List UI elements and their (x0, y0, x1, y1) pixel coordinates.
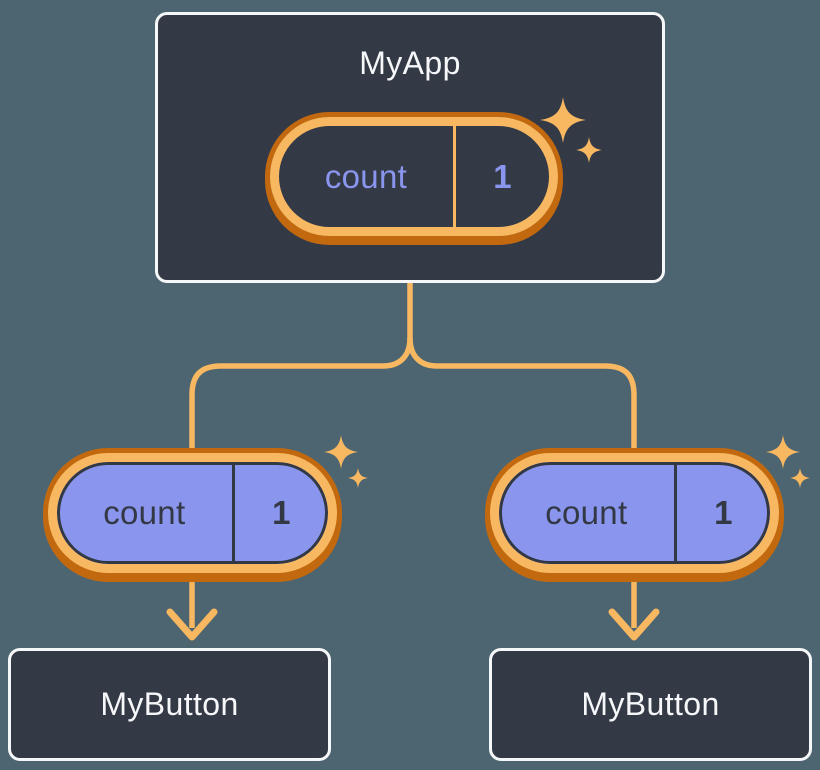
child-component-title: MyButton (100, 686, 239, 722)
prop-pill-left: count 1 (48, 453, 337, 573)
prop-name: count (545, 494, 628, 531)
state-value: 1 (493, 157, 512, 195)
pill-divider (452, 126, 456, 227)
prop-pill-label-section: count (57, 462, 232, 564)
state-pill-label-section: count (279, 126, 453, 227)
prop-value: 1 (714, 494, 733, 531)
pill-divider (673, 462, 677, 564)
prop-pill-value-section: 1 (677, 462, 770, 564)
prop-pill-value-section: 1 (235, 462, 328, 564)
arrowhead-right-icon (608, 608, 660, 641)
component-card-child-left: MyButton (8, 648, 331, 761)
sparkles-icon (324, 435, 358, 469)
component-card-child-right: MyButton (489, 648, 812, 761)
state-name: count (324, 157, 408, 195)
prop-name: count (103, 494, 186, 531)
state-pill-value-section: 1 (456, 126, 549, 227)
state-pill-root: count 1 (270, 117, 558, 236)
sparkles-icon (348, 468, 368, 488)
sparkles-icon (766, 435, 800, 469)
child-component-title: MyButton (581, 686, 720, 722)
arrowhead-left-icon (166, 608, 218, 641)
root-component-title: MyApp (359, 45, 461, 81)
sparkles-icon (790, 468, 810, 488)
prop-pill-label-section: count (499, 462, 674, 564)
prop-pill-right: count 1 (490, 453, 779, 573)
prop-value: 1 (272, 494, 291, 531)
